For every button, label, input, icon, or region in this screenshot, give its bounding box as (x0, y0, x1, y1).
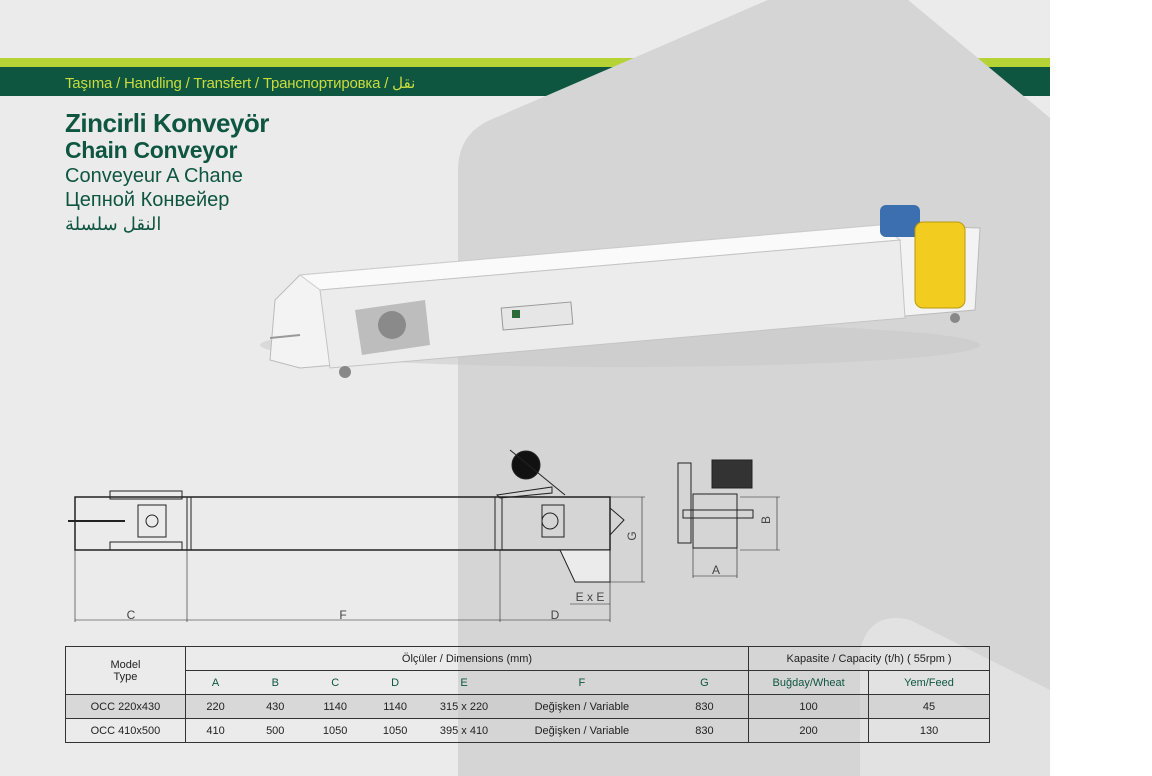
side-view-drawing (68, 449, 645, 622)
cell-d: 1050 (365, 718, 426, 743)
dim-label-b: B (759, 516, 773, 524)
cell-g: 830 (660, 694, 750, 719)
title-russian: Цепной Конвейер (65, 189, 230, 211)
cell-e: 395 x 410 (425, 718, 503, 743)
catalog-page: Taşıma / Handling / Transfert / Транспор… (0, 0, 1050, 776)
cell-feed: 45 (868, 694, 990, 719)
title-turkish: Zincirli Konveyör (65, 108, 269, 138)
end-view-drawing (677, 459, 780, 578)
cell-a: 220 (184, 694, 246, 719)
band-cutout (465, 0, 1050, 140)
breadcrumb: Taşıma / Handling / Transfert / Транспор… (65, 75, 416, 92)
cell-e: 315 x 220 (425, 694, 503, 719)
title-arabic: النقل سلسلة (65, 214, 162, 234)
title-english: Chain Conveyor (65, 137, 238, 163)
cell-wheat: 200 (748, 718, 870, 743)
cell-feed: 130 (868, 718, 990, 743)
cell-c: 1140 (305, 694, 366, 719)
header-lime-band (0, 58, 1050, 67)
cell-model: OCC 410x500 (65, 718, 186, 743)
dimensions-header: Ölçüler / Dimensions (mm) (184, 646, 750, 671)
dim-label-a: A (712, 563, 720, 577)
cell-b: 430 (245, 694, 306, 719)
col-header-e: E (425, 670, 503, 695)
table-row: OCC 410x500 410 500 1050 1050 395 x 410 … (65, 718, 990, 743)
table-row: OCC 220x430 220 430 1140 1140 315 x 220 … (65, 694, 990, 719)
cell-b: 500 (245, 718, 306, 743)
cell-g: 830 (660, 718, 750, 743)
dim-label-f: F (339, 608, 346, 622)
cell-f: Değişken / Variable (502, 718, 661, 743)
col-header-c: C (305, 670, 366, 695)
col-header-b: B (245, 670, 306, 695)
cell-f: Değişken / Variable (502, 694, 661, 719)
cell-d: 1140 (365, 694, 426, 719)
col-header-wheat: Buğday/Wheat (748, 670, 870, 695)
col-header-g: G (660, 670, 750, 695)
cell-c: 1050 (305, 718, 366, 743)
dim-label-d: D (551, 608, 560, 622)
conveyor-photo (260, 205, 981, 378)
capacity-header: Kapasite / Capacity (t/h) ( 55rpm ) (748, 646, 990, 671)
title-french: Conveyeur A Chane (65, 165, 243, 187)
col-header-f: F (502, 670, 661, 695)
cell-a: 410 (184, 718, 246, 743)
cell-model: OCC 220x430 (65, 694, 186, 719)
dim-label-c: C (127, 608, 136, 622)
dim-label-exe: E x E (576, 590, 605, 604)
col-header-feed: Yem/Feed (868, 670, 990, 695)
col-header-a: A (184, 670, 246, 695)
col-header-d: D (365, 670, 426, 695)
cell-wheat: 100 (748, 694, 870, 719)
dim-label-g: G (625, 531, 639, 540)
